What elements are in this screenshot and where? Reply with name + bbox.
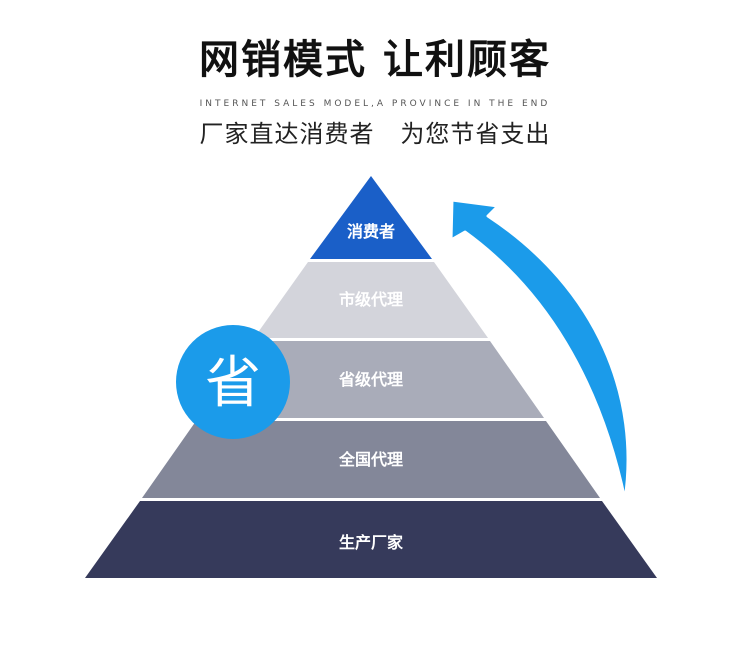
save-badge-text: 省 [205, 351, 261, 416]
tier-consumer [310, 176, 432, 259]
curved-arrow-icon [449, 198, 630, 502]
tier-national-agent [142, 421, 600, 498]
save-badge [176, 325, 290, 439]
page-title: 网销模式 让利顾客 [199, 37, 551, 83]
tier-label-consumer: 消费者 [347, 222, 395, 241]
english-subtitle: INTERNET SALES MODEL,A PROVINCE IN THE E… [199, 99, 551, 109]
tier-city-agent [254, 262, 488, 338]
tier-label-city-agent: 市级代理 [339, 290, 403, 309]
tier-label-manufacturer: 生产厂家 [339, 533, 404, 552]
tagline: 厂家直达消费者 为您节省支出 [199, 120, 551, 148]
tier-manufacturer [85, 501, 657, 578]
tier-label-national-agent: 全国代理 [338, 450, 403, 469]
tier-label-province-agent: 省级代理 [338, 370, 403, 389]
